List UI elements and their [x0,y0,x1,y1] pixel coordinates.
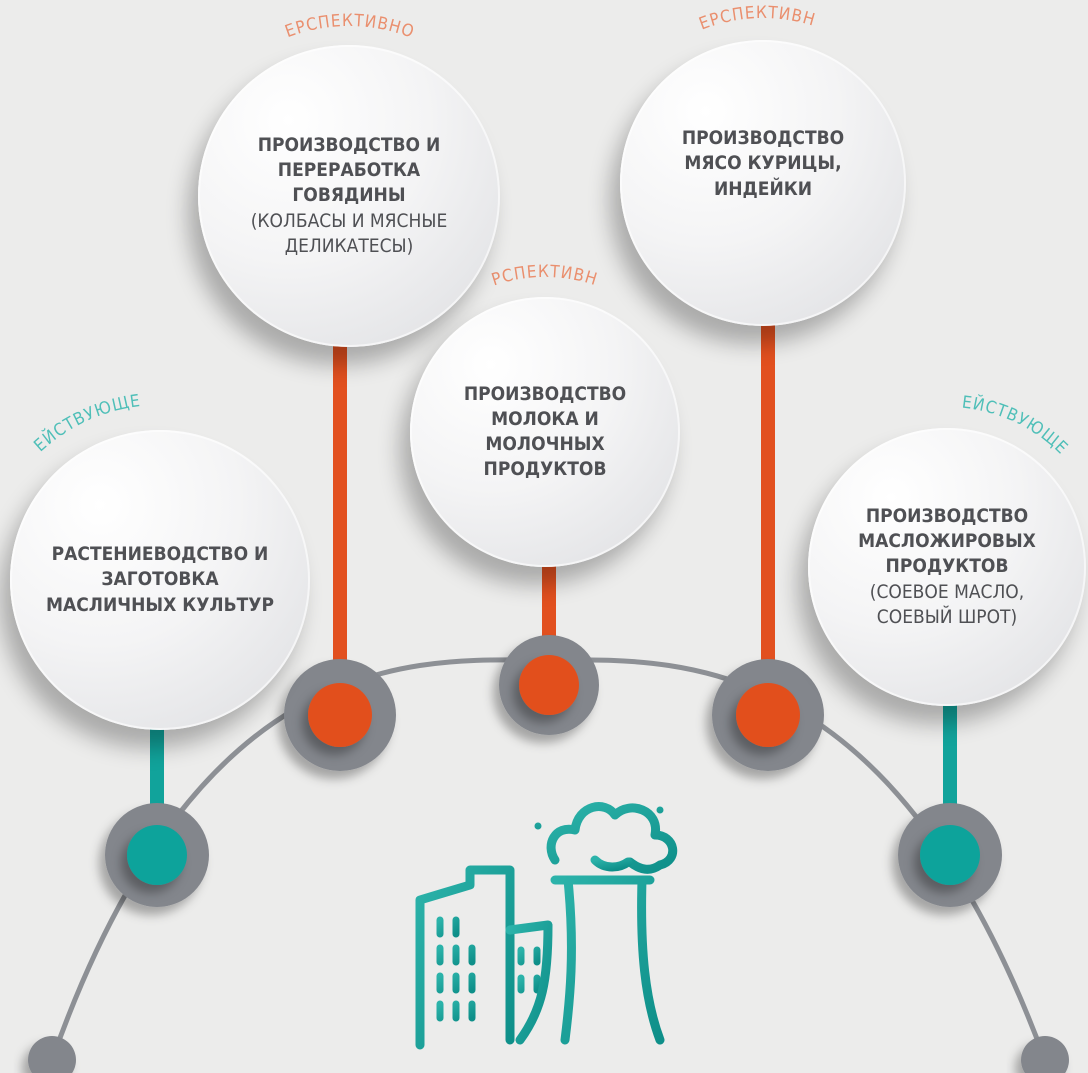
bubble-oils-text: ПРОИЗВОДСТВО МАСЛОЖИРОВЫХ ПРОДУКТОВ (СОЕ… [839,504,1056,629]
arc-endpoint-left [28,1036,76,1073]
status-label-beef: ПЕРСПЕКТИВНОЕ [0,0,417,43]
beef-note-line-1: (КОЛБАСЫ И МЯСНЫЕ [250,209,448,232]
oils-note-line-1: (СОЕВОЕ МАСЛО, [869,580,1025,603]
oils-title-line-3: ПРОДУКТОВ [885,555,1009,578]
hub-dot-beef [308,683,372,747]
poultry-title-line-1: ПРОИЗВОДСТВО [681,127,845,150]
dairy-title-line-2: МОЛОКА И МОЛОЧНЫХ [485,407,605,455]
oils-title-line-1: ПРОИЗВОДСТВО [865,505,1029,528]
hub-dot-crops [127,825,187,885]
dairy-title-line-1: ПРОИЗВОДСТВО [463,382,627,405]
hub-dot-oils [920,825,980,885]
bubble-crops: РАСТЕНИЕВОДСТВО И ЗАГОТОВКА МАСЛИЧНЫХ КУ… [10,430,310,730]
bubble-poultry-text: ПРОИЗВОДСТВО МЯСО КУРИЦЫ, ИНДЕЙКИ [651,126,874,201]
bubble-beef-text: ПРОИЗВОДСТВО И ПЕРЕРАБОТКА ГОВЯДИНЫ (КОЛ… [231,133,467,258]
poultry-title-line-2: МЯСО КУРИЦЫ, [684,152,842,175]
oils-title-line-2: МАСЛОЖИРОВЫХ [858,530,1036,553]
crops-title-line-2: ЗАГОТОВКА [101,568,219,591]
status-label-crops: ДЕЙСТВУЮЩЕЕ [0,0,142,456]
factory-icon [398,802,695,1052]
hub-dot-poultry [736,683,800,747]
dairy-title-line-3: ПРОДУКТОВ [483,458,607,481]
bubble-dairy-text: ПРОИЗВОДСТВО МОЛОКА И МОЛОЧНЫХ ПРОДУКТОВ [440,382,651,482]
connector-poultry [761,300,775,715]
crops-title-line-3: МАСЛИЧНЫХ КУЛЬТУР [46,593,274,616]
hub-dot-dairy [519,655,579,715]
poultry-title-line-3: ИНДЕЙКИ [713,177,813,200]
beef-title-line-2: ПЕРЕРАБОТКА ГОВЯДИНЫ [277,159,421,207]
beef-title-line-1: ПРОИЗВОДСТВО И [257,134,441,157]
crops-title-line-1: РАСТЕНИЕВОДСТВО И [51,543,269,566]
bubble-beef: ПРОИЗВОДСТВО И ПЕРЕРАБОТКА ГОВЯДИНЫ (КОЛ… [198,45,500,347]
connector-beef [333,300,347,715]
bubble-poultry: ПРОИЗВОДСТВО МЯСО КУРИЦЫ, ИНДЕЙКИ [620,40,906,326]
bubble-crops-text: РАСТЕНИЕВОДСТВО И ЗАГОТОВКА МАСЛИЧНЫХ КУ… [43,542,277,617]
arc-endpoint-right [1021,1036,1069,1073]
beef-note-line-2: ДЕЛИКАТЕСЫ) [284,234,414,257]
oils-note-line-2: СОЕВЫЙ ШРОТ) [876,605,1018,628]
bubble-dairy: ПРОИЗВОДСТВО МОЛОКА И МОЛОЧНЫХ ПРОДУКТОВ [410,297,680,567]
bubble-oils: ПРОИЗВОДСТВО МАСЛОЖИРОВЫХ ПРОДУКТОВ (СОЕ… [808,428,1086,706]
